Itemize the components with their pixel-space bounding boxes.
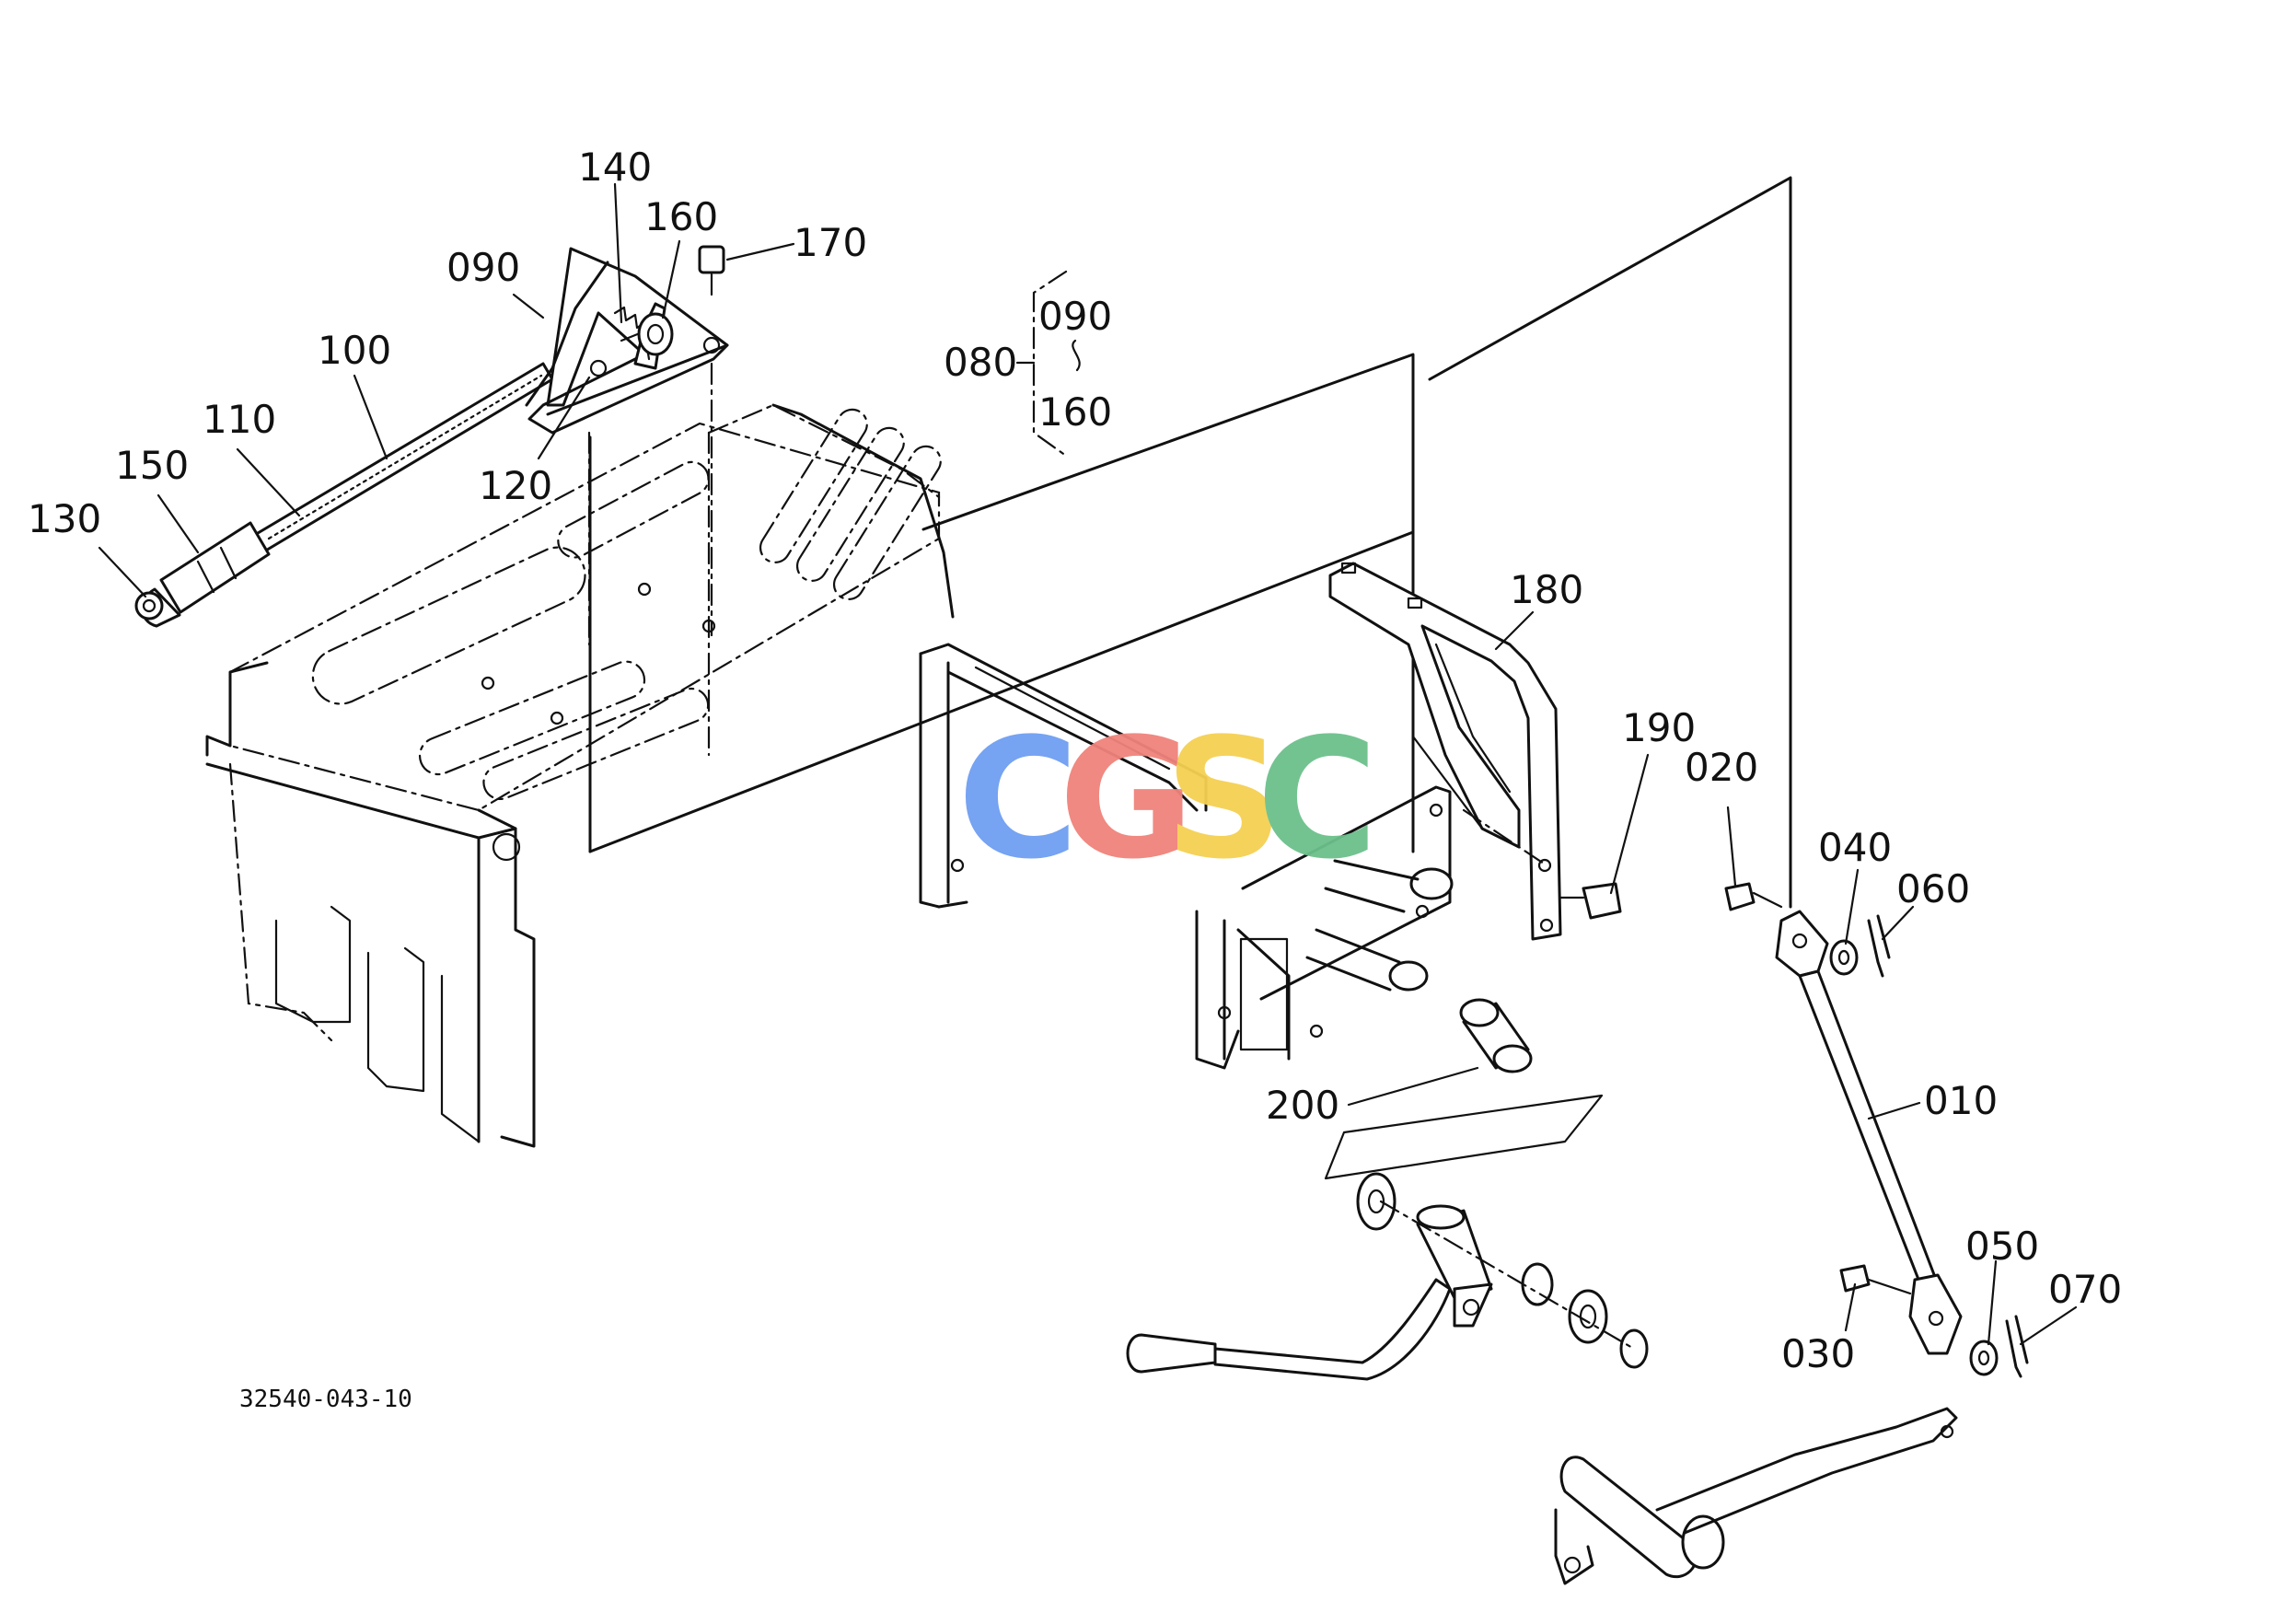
lever-bracket-assembly: [525, 245, 729, 646]
lower-hand-lever: [1126, 998, 1649, 1381]
label-150: 150: [115, 443, 189, 488]
group-range-start-090: 090: [1038, 294, 1112, 339]
lower-lever-arm: [1554, 1407, 1958, 1585]
center-support-frame: [919, 643, 1454, 1070]
left-housing: [205, 403, 955, 1148]
label-060: 060: [1896, 866, 1970, 911]
label-010: 010: [1924, 1078, 1998, 1123]
drawing-code: 32540-043-10: [239, 1386, 412, 1413]
label-130: 130: [28, 496, 101, 541]
label-070: 070: [2048, 1267, 2122, 1312]
label-020: 020: [1685, 745, 1758, 790]
group-label-080: 080: [944, 340, 1017, 385]
label-110: 110: [203, 397, 276, 442]
watermark-letter: C: [957, 703, 1079, 896]
label-170: 170: [794, 220, 867, 265]
rod-010-assembly: [1724, 882, 2029, 1378]
label-200: 200: [1266, 1083, 1339, 1128]
watermark-letter: G: [1059, 703, 1195, 896]
label-090: 090: [446, 245, 520, 290]
label-030: 030: [1781, 1331, 1855, 1376]
label-140: 140: [578, 145, 652, 190]
label-120: 120: [479, 463, 552, 508]
label-040: 040: [1818, 825, 1892, 870]
label-100: 100: [318, 328, 391, 373]
label-180: 180: [1510, 567, 1583, 612]
assembly-group-080: [1015, 270, 1081, 458]
label-190: 190: [1622, 705, 1696, 750]
group-range-end-160: 160: [1038, 389, 1112, 435]
watermark-letter: S: [1165, 703, 1284, 896]
label-160: 160: [644, 194, 718, 239]
part-labels: 130 150 110 100 090 140 160 170 120 080 …: [28, 145, 2122, 1413]
leader-lines: [98, 182, 2078, 1346]
label-050: 050: [1965, 1224, 2039, 1269]
watermark-letter: C: [1257, 703, 1378, 896]
hand-lever-assembly: [134, 362, 554, 628]
